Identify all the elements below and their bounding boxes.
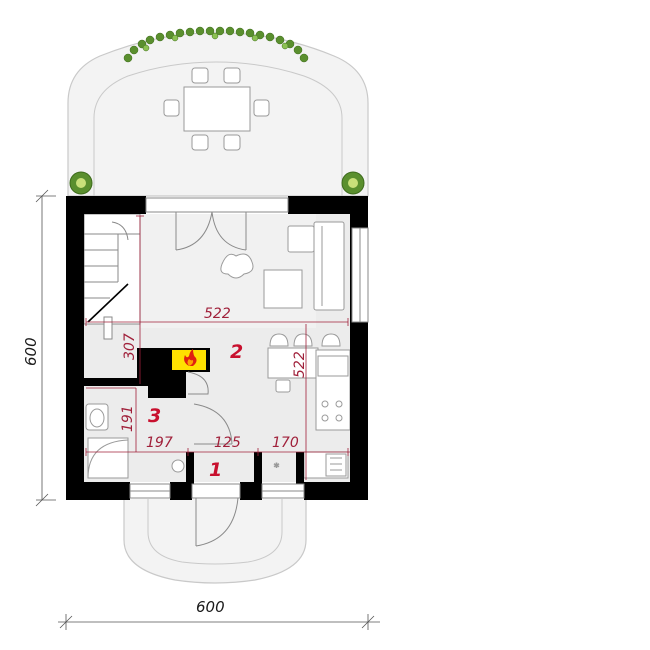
dim-entrance-width: 125 bbox=[214, 435, 241, 451]
overall-dimension-lines bbox=[35, 189, 380, 630]
kitchen-counter bbox=[315, 349, 351, 431]
fireplace bbox=[152, 348, 210, 372]
svg-text:*: * bbox=[274, 462, 279, 473]
dim-bath-width: 197 bbox=[146, 435, 173, 451]
partition-wall bbox=[148, 372, 186, 398]
fire-icon bbox=[184, 349, 197, 366]
terrace-table-set bbox=[163, 67, 270, 151]
hedge-plants bbox=[123, 26, 309, 63]
potted-plant-left bbox=[69, 171, 93, 195]
utility-fixtures: * bbox=[274, 451, 349, 479]
potted-plant-right bbox=[341, 171, 365, 195]
dim-bath-depth: 191 bbox=[120, 405, 136, 432]
dim-living-width: 522 bbox=[204, 306, 231, 322]
overall-width-label: 600 bbox=[196, 598, 225, 616]
doors bbox=[129, 197, 305, 547]
dining-set bbox=[267, 333, 341, 393]
overall-depth-label: 600 bbox=[22, 337, 40, 366]
dim-stair-depth: 307 bbox=[122, 333, 138, 360]
room-number-1: 1 bbox=[209, 459, 222, 481]
living-furniture bbox=[220, 221, 345, 311]
room-number-2: 2 bbox=[230, 341, 243, 363]
bathroom-fixtures bbox=[85, 403, 185, 479]
partition-wall bbox=[84, 378, 186, 386]
porch bbox=[123, 499, 307, 584]
stair-marker bbox=[103, 316, 113, 340]
exterior-walls bbox=[66, 196, 368, 500]
dimension-lines bbox=[85, 215, 350, 480]
dim-living-depth: 522 bbox=[292, 351, 308, 378]
staircase bbox=[83, 213, 141, 325]
dim-utility-width: 170 bbox=[272, 435, 299, 451]
window-right bbox=[351, 227, 369, 323]
interior-walls bbox=[186, 452, 304, 486]
room-number-3: 3 bbox=[148, 405, 161, 427]
